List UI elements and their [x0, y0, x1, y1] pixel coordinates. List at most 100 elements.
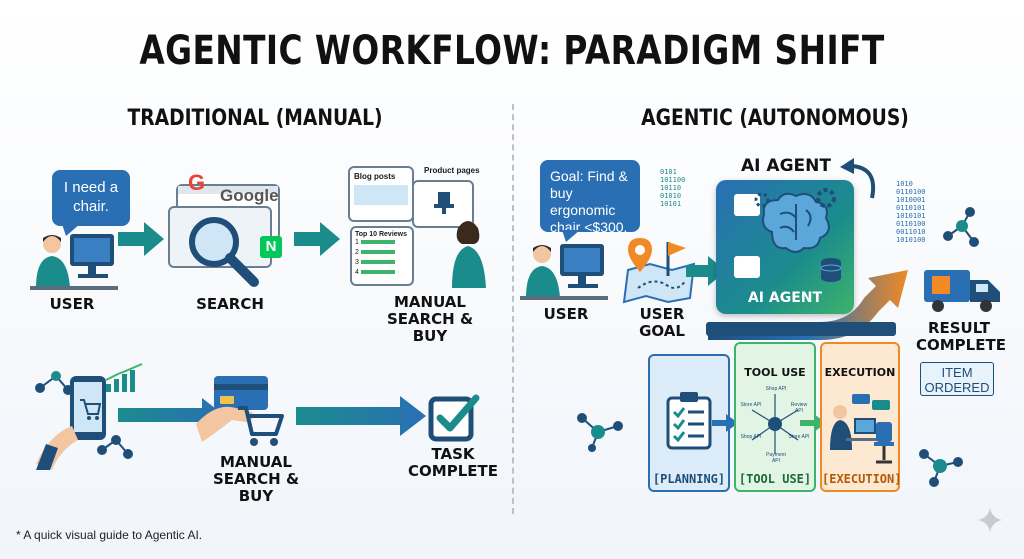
result-complete-label: RESULT COMPLETE: [916, 319, 1006, 354]
goal-bubble-text: Goal: Find & buy ergonomic chair <$300.: [550, 168, 628, 235]
phone-cart-icon: [36, 376, 106, 470]
sparkle-icon: [978, 508, 1002, 532]
bubble-tail-icon: [562, 230, 580, 242]
binary-line: 1010001: [896, 196, 926, 204]
magnifier-icon: [189, 217, 259, 287]
credit-card-icon: [196, 376, 268, 442]
binary-line: 10101: [660, 200, 682, 208]
gear-icon: [754, 192, 770, 208]
search-brand: Google: [220, 186, 279, 205]
traditional-heading: TRADITIONAL (MANUAL): [127, 106, 383, 131]
growth-chart-icon: [105, 363, 143, 392]
tool-use-header: TOOL USE: [744, 366, 806, 379]
tool-use-caption: [TOOL USE]: [738, 472, 812, 486]
arrow-right-icon: [118, 398, 224, 432]
goal-speech-bubble: Goal: Find & buy ergonomic chair <$300.: [540, 160, 640, 235]
list-number: 4: [355, 269, 359, 276]
product-pages-title: Product pages: [424, 166, 480, 175]
api-node: Shop API: [765, 386, 787, 392]
list-number: 3: [355, 259, 359, 266]
doc-icon: [734, 256, 760, 278]
manual-search-label-2: MANUAL SEARCH & BUY: [212, 453, 300, 505]
binary-line: 0101: [660, 168, 677, 176]
clipboard-icon: [666, 392, 712, 450]
chair-icon: [434, 192, 454, 214]
doc-icon: [734, 194, 760, 216]
network-icon: [97, 435, 133, 459]
binary-line: 1010101: [896, 212, 926, 220]
user-at-computer-icon: [520, 244, 608, 300]
binary-line: 101100: [660, 176, 686, 184]
google-g-icon: G: [188, 170, 206, 195]
user-label: USER: [49, 295, 95, 313]
api-network-icon: [751, 394, 799, 454]
api-node: Shop API: [740, 434, 762, 440]
arrow-right-icon: [118, 222, 164, 256]
bubble-tail-icon: [62, 224, 80, 236]
blog-posts-page: Blog posts: [348, 166, 414, 222]
truck-icon: [924, 270, 1000, 312]
network-icon: [943, 207, 979, 247]
item-ordered-badge: ITEM ORDERED: [920, 362, 994, 396]
binary-line: 1010100: [896, 236, 926, 244]
execution-header: EXECUTION: [824, 366, 896, 379]
execution-panel: EXECUTION [EXECUTION]: [820, 342, 902, 492]
network-icon: [577, 413, 623, 452]
arrow-right-icon: [800, 414, 826, 432]
planning-panel: [PLANNING]: [648, 354, 730, 492]
top10-reviews-page: Top 10 Reviews 1 2 3 4: [350, 226, 414, 286]
api-node: Store API: [788, 434, 810, 440]
api-node: Store API: [740, 402, 762, 408]
agentic-user-label: USER: [543, 305, 589, 323]
binary-line: 0110100: [896, 220, 926, 228]
manual-search-label: MANUAL SEARCH & BUY: [386, 293, 474, 345]
user-speech-bubble: I need a chair.: [52, 170, 130, 226]
blog-posts-title: Blog posts: [354, 172, 396, 181]
task-complete-label: TASK COMPLETE: [408, 445, 498, 480]
agent-working-icon: [830, 394, 894, 464]
execution-caption: [EXECUTION]: [822, 472, 902, 486]
flag-icon: [668, 242, 686, 256]
api-node: Payment API: [766, 452, 786, 464]
checkbox-icon: [428, 394, 480, 442]
brain-icon: [754, 188, 836, 253]
network-icon: [919, 449, 963, 487]
binary-line: 1010: [896, 180, 913, 188]
ai-agent-inner-label: AI AGENT: [747, 290, 823, 306]
ai-agent-box: AI AGENT: [716, 180, 854, 314]
binary-line: 0110100: [896, 188, 926, 196]
planning-caption: [PLANNING]: [652, 472, 726, 486]
binary-line: 0011010: [896, 228, 926, 236]
binary-line: 10110: [660, 184, 682, 192]
product-page: [412, 180, 474, 228]
tool-use-panel: TOOL USE Shop API Store API Review API S…: [734, 342, 816, 492]
footnote: * A quick visual guide to Agentic AI.: [16, 528, 203, 542]
manual-search-illustration: Blog posts Product pages Top 10 Reviews …: [346, 160, 492, 288]
woman-browsing-icon: [452, 221, 486, 288]
user-goal-label: USER GOAL: [639, 305, 685, 340]
binary-stream-left: 0101 101100 10110 01010 10101: [660, 168, 685, 208]
search-label: SEARCH: [196, 295, 264, 313]
user-goal-map-icon: [622, 238, 696, 304]
gear-icon: [816, 188, 836, 208]
list-number: 1: [355, 239, 359, 246]
list-number: 2: [355, 249, 359, 256]
user-bubble-text: I need a chair.: [63, 179, 119, 215]
database-icon: [820, 258, 842, 282]
binary-stream-right: 1010 0110100 1010001 0110101 1010101 011…: [896, 180, 926, 244]
cart-icon: [238, 406, 284, 446]
search-illustration: G Google N: [164, 166, 284, 287]
user-at-computer-icon: [30, 234, 118, 290]
section-divider: [512, 104, 514, 514]
arrow-right-icon: [712, 414, 738, 432]
arrow-right-icon: [296, 396, 426, 436]
network-icon: [35, 371, 73, 395]
process-bar: [706, 322, 896, 336]
top10-title: Top 10 Reviews: [355, 231, 408, 238]
binary-line: 0110101: [896, 204, 926, 212]
ai-agent-title: AI AGENT: [741, 156, 831, 176]
loop-arrow-icon: [840, 158, 875, 199]
api-node: Review API: [790, 402, 808, 414]
page-title: AGENTIC WORKFLOW: PARADIGM SHIFT: [139, 28, 885, 74]
search-badge: N: [260, 236, 282, 258]
